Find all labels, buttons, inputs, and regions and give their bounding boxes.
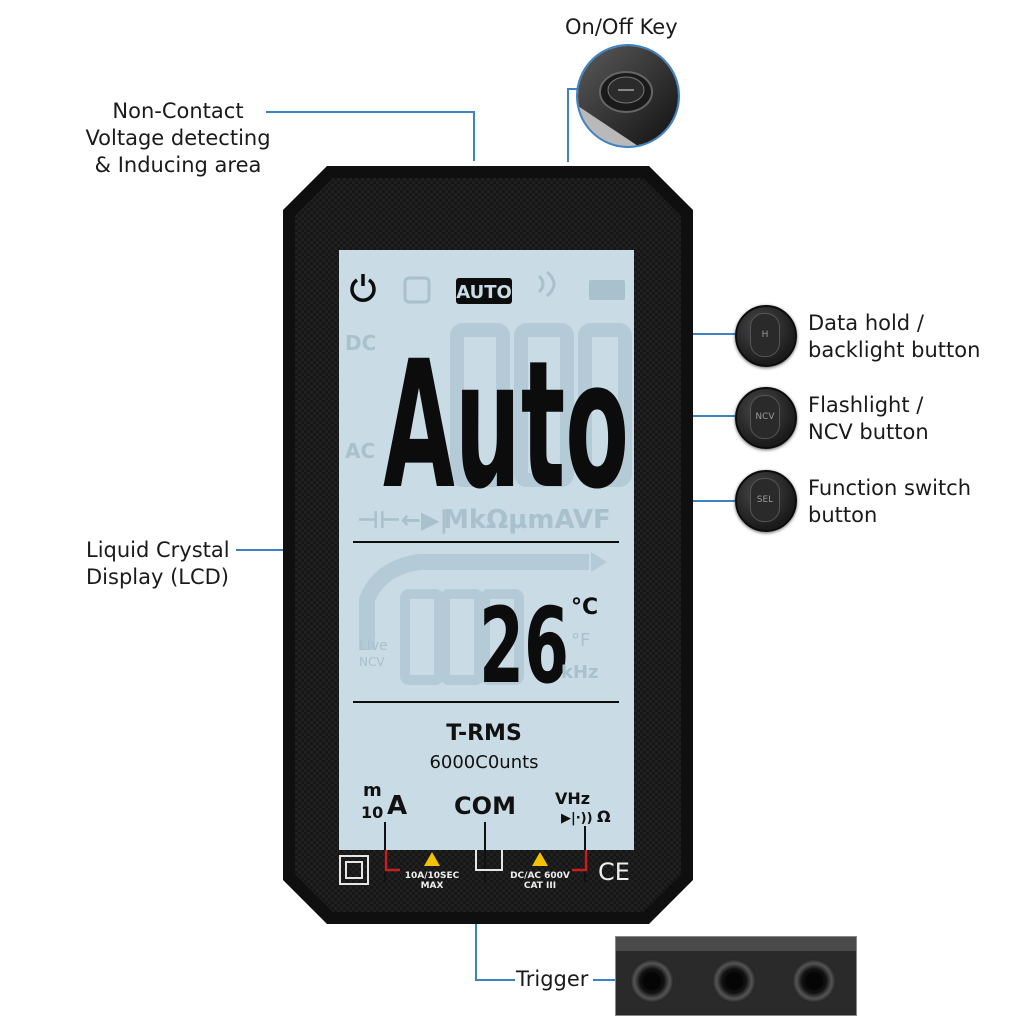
lcd-label-line-1: Liquid Crystal <box>86 538 230 562</box>
ac-ghost-label: AC <box>345 439 375 463</box>
auto-badge <box>456 278 512 304</box>
sound-ghost-icon <box>537 270 556 298</box>
function-switch-label: Function switch button <box>808 475 971 529</box>
ncv-ghost-label: NCV <box>359 655 385 669</box>
flashlight-label: Flashlight / NCV button <box>808 392 929 446</box>
on-off-key-text: On/Off Key <box>565 15 678 39</box>
secondary-ghost-digits <box>400 589 524 685</box>
trigger-leader-horizontal <box>475 979 515 981</box>
function-switch-button[interactable]: SEL <box>735 470 797 532</box>
amp-10-label: 10 <box>361 803 383 822</box>
battery-ghost-icon <box>589 280 625 300</box>
bottom-strip: 10A/10SEC MAX DC/AC 600V CAT III CE <box>336 846 638 894</box>
ncv-area-line-3: & Inducing area <box>94 153 262 177</box>
main-ghost-digits <box>450 323 632 487</box>
flashlight-ncv-button[interactable]: NCV <box>735 387 797 449</box>
lcd-content: AUTO DC AC Auto ⊣⊢←▶| MkΩµmAVF Live NCV <box>339 250 634 850</box>
data-hold-line-2: backlight button <box>808 338 981 362</box>
on-off-key-photo <box>578 46 678 146</box>
function-switch-leader <box>693 500 735 502</box>
data-hold-button[interactable]: H <box>735 305 797 367</box>
ce-mark: CE <box>598 858 630 886</box>
jacks-inset <box>615 936 857 1016</box>
amp-a-label: A <box>387 791 407 821</box>
jacks-photo <box>616 937 856 1015</box>
function-switch-line-2: button <box>808 503 878 527</box>
warning-right-icon <box>532 852 548 866</box>
diode-symbol-label: ▶|·)) <box>561 811 593 826</box>
temp-unit: °C <box>571 595 598 620</box>
lcd-label: Liquid Crystal Display (LCD) <box>86 537 230 591</box>
terminal-markings: m 10 A COM VHz ▶|·)) Ω <box>361 780 611 882</box>
ncv-area-line-1: Non-Contact <box>112 99 244 123</box>
lcd-segments: AUTO DC AC Auto ⊣⊢←▶| MkΩµmAVF Live NCV <box>345 270 632 773</box>
live-ghost-label: Live <box>359 638 388 654</box>
flashlight-leader <box>693 415 735 417</box>
ncv-leader-horizontal <box>266 111 474 113</box>
warning-left-line-1: 10A/10SEC <box>405 871 460 881</box>
power-icon <box>350 274 376 302</box>
auto-badge-text: AUTO <box>456 282 512 303</box>
main-reading: Auto <box>383 323 629 528</box>
function-switch-line-1: Function switch <box>808 476 972 500</box>
main-ghost-units: MkΩµmAVF <box>443 505 611 535</box>
ncv-leader-vertical <box>473 111 475 161</box>
volt-hz-label: VHz <box>555 789 590 808</box>
fahrenheit-ghost: °F <box>571 630 590 651</box>
ohm-label: Ω <box>597 807 611 826</box>
hold-button-glyph: H <box>750 313 780 357</box>
trigger-leader-vertical <box>475 924 477 980</box>
com-label: COM <box>454 792 516 820</box>
double-insulation-icon <box>339 855 369 885</box>
flashlight-line-1: Flashlight / <box>808 393 924 417</box>
counts-label: 6000C0unts <box>429 752 538 773</box>
diode-ghost-glyphs: ⊣⊢←▶| <box>357 506 448 534</box>
trigger-text: Trigger <box>516 967 589 991</box>
khz-ghost: kHz <box>561 662 599 683</box>
warning-right-line-1: DC/AC 600V <box>510 871 570 881</box>
bargraph-arrow-ghost <box>591 552 607 572</box>
ncv-button-glyph: NCV <box>750 395 780 439</box>
volt-red-marker <box>572 850 588 872</box>
com-marker-left <box>475 850 490 871</box>
warning-right-line-2: CAT III <box>524 881 556 891</box>
warning-left-line-2: MAX <box>421 881 444 891</box>
data-hold-line-1: Data hold / <box>808 311 924 335</box>
amp-m-label: m <box>363 780 382 801</box>
on-off-key-inset <box>576 44 680 148</box>
trigger-leader-right <box>593 979 615 981</box>
amp-red-marker <box>384 850 400 872</box>
ncv-area-label: Non-Contact Voltage detecting & Inducing… <box>72 98 284 179</box>
sel-button-glyph: SEL <box>750 478 780 522</box>
secondary-reading: 26 <box>479 585 569 707</box>
trms-label: T-RMS <box>446 721 522 746</box>
ncv-area-line-2: Voltage detecting <box>85 126 271 150</box>
data-hold-leader <box>693 333 735 335</box>
bargraph-ghost <box>359 554 589 650</box>
terminal-area: m 10 A COM VHz ▶|·)) Ω <box>339 770 634 890</box>
on-off-key-label: On/Off Key <box>565 14 678 41</box>
warning-left-icon <box>424 852 440 866</box>
lcd-label-line-2: Display (LCD) <box>86 565 230 589</box>
trigger-label: Trigger <box>516 966 588 993</box>
onoff-leader-vertical <box>567 88 569 162</box>
dc-ghost-label: DC <box>345 331 376 355</box>
com-marker-right <box>488 850 503 871</box>
onoff-leader-horizontal <box>567 88 579 90</box>
flashlight-line-2: NCV button <box>808 420 929 444</box>
bottom-strip-art: 10A/10SEC MAX DC/AC 600V CAT III CE <box>339 850 630 891</box>
data-hold-label: Data hold / backlight button <box>808 310 980 364</box>
hold-ghost-icon <box>403 276 431 304</box>
